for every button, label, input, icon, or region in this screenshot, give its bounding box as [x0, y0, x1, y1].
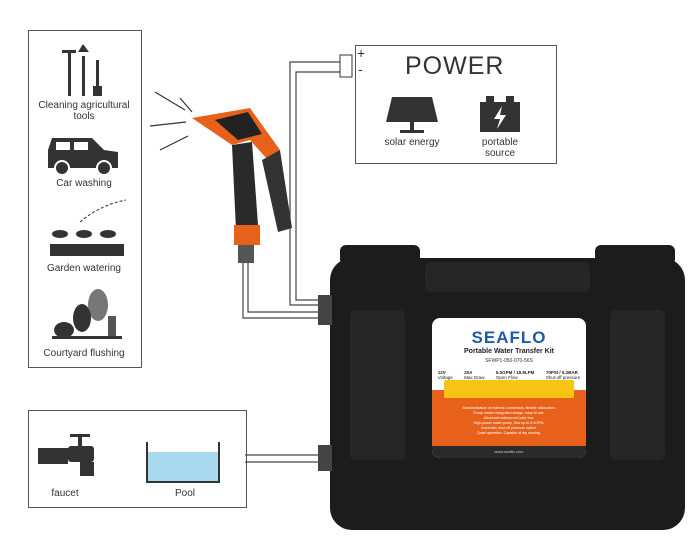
website: www.seaflo.com: [432, 446, 586, 458]
use-label: Cleaning agricultural tools: [38, 100, 130, 122]
faucet-label: faucet: [51, 488, 79, 499]
battery-icon: [480, 96, 520, 132]
faucet-icon: [38, 434, 94, 476]
solar-panel-icon: [386, 97, 438, 133]
trees-icon: [52, 289, 122, 339]
use-label: Garden watering: [47, 263, 121, 274]
use-label: Car washing: [56, 178, 112, 189]
feature-icons-strip: [444, 380, 574, 398]
pool-label: Pool: [174, 488, 195, 499]
use-label: Courtyard flushing: [43, 348, 125, 359]
power-title: POWER: [405, 52, 505, 80]
wires: [242, 61, 348, 463]
plug-icon: [339, 54, 353, 78]
tools-icon: [62, 44, 102, 96]
kit-title: Portable Water Transfer Kit: [464, 348, 554, 355]
connector-outlet: [318, 295, 332, 325]
brand-logo: SEAFLO: [432, 328, 586, 348]
orange-band: [432, 390, 586, 446]
pool-icon: [146, 442, 220, 483]
minus-sign: -: [358, 61, 363, 77]
plus-sign: +: [357, 45, 366, 61]
spray-icon: [149, 91, 193, 151]
power-panel: [355, 45, 557, 164]
connector-inlet: [318, 445, 332, 471]
brand-text: SEAFLO: [471, 328, 547, 347]
plants-icon: [50, 199, 127, 256]
kit-model: SFWP1-050-070-56S: [485, 358, 533, 364]
portable-source-label: portable source: [481, 137, 519, 159]
feature-list: Standardization of external connectors, …: [462, 406, 556, 435]
product-label: SEAFLO Portable Water Transfer Kit SFWP1…: [432, 318, 586, 458]
solar-label: solar energy: [384, 137, 440, 148]
car-icon: [48, 138, 118, 176]
spray-gun-icon: [192, 108, 292, 263]
